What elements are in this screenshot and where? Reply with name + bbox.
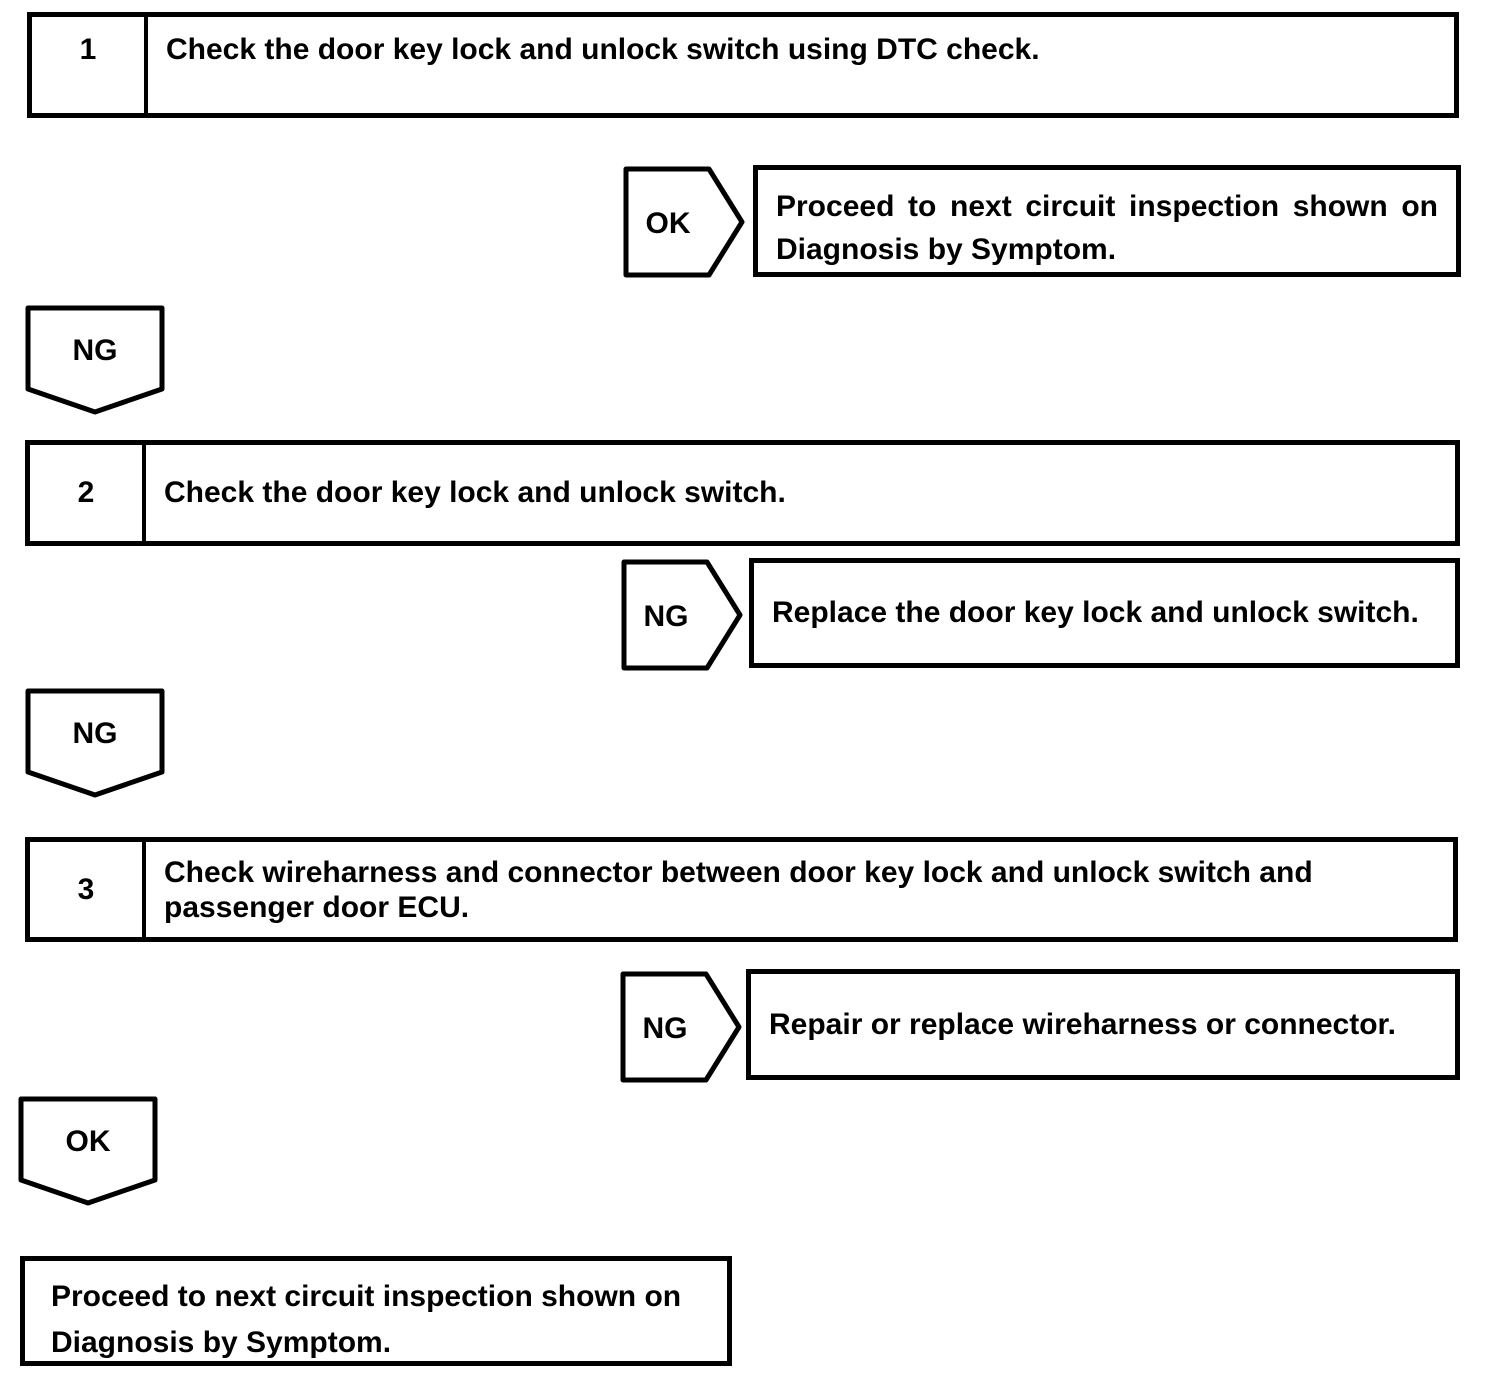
step-box-3: 3 Check wireharness and connector betwee… <box>25 837 1458 942</box>
ng-connector-label: NG <box>73 334 118 367</box>
terminal-text-line: Diagnosis by Symptom. <box>51 1326 392 1359</box>
step-number-3: 3 <box>30 842 146 937</box>
ok-branch-arrow-icon: OK <box>623 166 745 278</box>
ng-connector-icon: NG <box>25 305 165 415</box>
step-number-2: 2 <box>30 445 146 541</box>
ng-connector-label: NG <box>73 717 118 750</box>
step-text-line: Check wireharness and connector between … <box>164 855 1313 889</box>
result-box-1: Proceed to next circuit inspection shown… <box>753 165 1461 277</box>
step-text-line: passenger door ECU. <box>164 890 470 924</box>
ng-branch-label: NG <box>644 600 689 633</box>
ok-connector-label: OK <box>66 1125 111 1158</box>
ok-branch-label: OK <box>646 207 691 240</box>
ng-branch-arrow-icon: NG <box>621 559 743 671</box>
step-number-1: 1 <box>32 17 148 113</box>
ng-branch-arrow-icon: NG <box>620 971 742 1083</box>
result-text-line: Diagnosis by Symptom. <box>776 233 1117 266</box>
step-box-1: 1 Check the door key lock and unlock swi… <box>27 12 1459 118</box>
ok-connector-icon: OK <box>18 1096 158 1206</box>
step-box-2: 2 Check the door key lock and unlock swi… <box>25 440 1460 546</box>
result-box-2: Replace the door key lock and unlock swi… <box>749 558 1460 668</box>
result-text-line: Repair or replace wireharness or connect… <box>769 1007 1396 1041</box>
terminal-box: Proceed to next circuit inspection shown… <box>20 1256 732 1366</box>
step-text-line: Check the door key lock and unlock switc… <box>166 33 1040 66</box>
result-text-line: Proceed to next circuit inspection shown… <box>776 190 1438 223</box>
step-text-3: Check wireharness and connector between … <box>146 842 1453 937</box>
step-text-1: Check the door key lock and unlock switc… <box>148 17 1454 113</box>
step-text-line: Check the door key lock and unlock switc… <box>164 476 786 509</box>
terminal-text-line: Proceed to next circuit inspection shown… <box>51 1280 682 1313</box>
step-text-2: Check the door key lock and unlock switc… <box>146 445 1455 541</box>
result-box-3: Repair or replace wireharness or connect… <box>746 969 1460 1080</box>
result-text-line: Replace the door key lock and unlock swi… <box>772 596 1419 629</box>
ng-connector-icon: NG <box>25 688 165 798</box>
ng-branch-label: NG <box>643 1012 688 1045</box>
